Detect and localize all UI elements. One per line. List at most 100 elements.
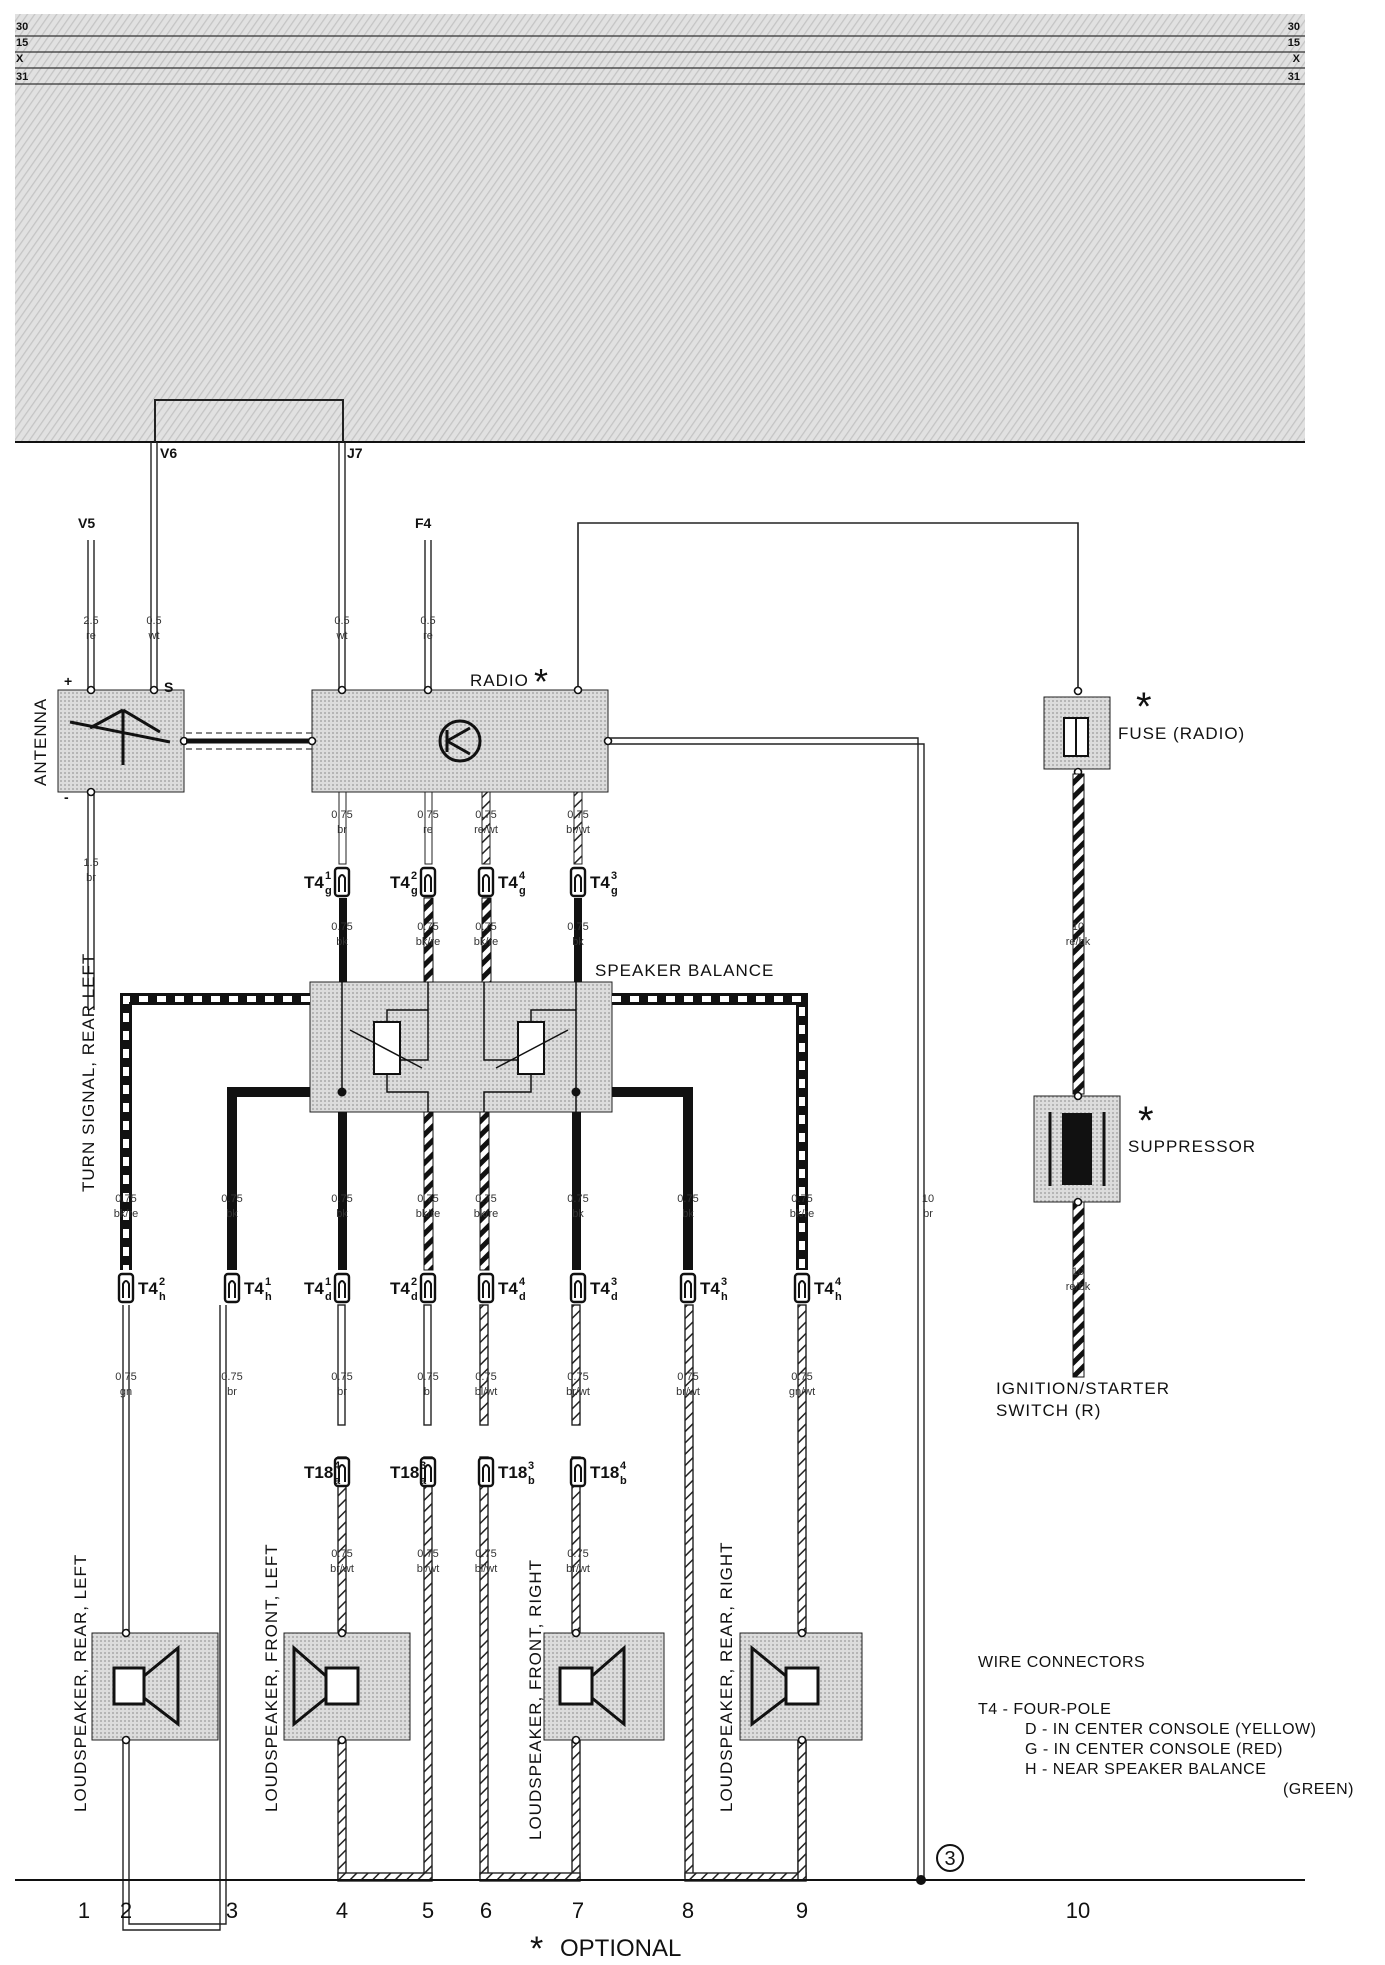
- wire-label-balance-in-4-gauge: 0.75: [567, 921, 588, 933]
- connector-row2-4-label: T4: [390, 1279, 410, 1298]
- wire-label-balance-in-3-color: bk/re: [474, 936, 498, 948]
- wire-label-upper-2: 0.75 bk: [221, 1193, 242, 1220]
- wire-label-lower-4-gauge: 0.75: [417, 1371, 438, 1383]
- wire-label-balance-in-1-gauge: 0.75: [331, 921, 352, 933]
- suppressor: [1033, 1091, 1121, 1207]
- connector-row2-6-location: d: [611, 1291, 618, 1303]
- legend-line2: D - IN CENTER CONSOLE (YELLOW): [1025, 1721, 1316, 1738]
- ignition-label-line2: SWITCH (R): [996, 1401, 1101, 1420]
- connector-row2-7-label: T4: [700, 1279, 720, 1298]
- connector-row2-3-pin: 1: [325, 1276, 331, 1288]
- rail-block: 30 15 X 31 30 15 X 31: [15, 14, 1305, 443]
- legend-line5: (GREEN): [1283, 1781, 1354, 1798]
- wire-label-lower-1-gauge: 0.75: [115, 1371, 136, 1383]
- column-number-8: 8: [682, 1898, 694, 1923]
- wire-label-upper-4-gauge: 0.75: [417, 1193, 438, 1205]
- wire-label-lower-4: 0.75 bl: [417, 1371, 438, 1398]
- wire-label-upper-5-color: bk/re: [474, 1208, 498, 1220]
- ls-rear-left-label: LOUDSPEAKER, REAR, LEFT: [71, 1554, 90, 1812]
- wire-label-speaker-3-color: bl/wt: [475, 1563, 498, 1575]
- wire-label-upper-2-color: bk: [226, 1208, 238, 1220]
- connector-row3-2-pin: 3: [420, 1460, 426, 1472]
- wire-label-upper-3-gauge: 0.75: [331, 1193, 352, 1205]
- wire-label-speaker-2-gauge: 0.75: [417, 1548, 438, 1560]
- radio-label: RADIO: [470, 671, 529, 690]
- connector-row1-4-label: T4: [590, 873, 610, 892]
- connector-row1-2-location: g: [411, 885, 418, 897]
- connector-row2-4-pin: 2: [411, 1276, 417, 1288]
- wire-label-speaker-3-gauge: 0.75: [475, 1548, 496, 1560]
- ground-junction: [916, 1875, 926, 1885]
- wire-label-antenna-minus: 1.5br: [83, 857, 98, 884]
- wire-label-speaker-1-color: br/wt: [330, 1563, 354, 1575]
- connector-row2-5-pin: 4: [519, 1276, 526, 1288]
- legend-line4: H - NEAR SPEAKER BALANCE: [1025, 1761, 1266, 1778]
- wire-label-s: 0.5wt: [146, 615, 161, 642]
- turn-signal-label: TURN SIGNAL, REAR LEFT: [79, 953, 98, 1192]
- wire-label-v5-color: re: [86, 630, 96, 642]
- wire-label-lower-4-color: bl: [424, 1386, 433, 1398]
- wire-label-upper-2-gauge: 0.75: [221, 1193, 242, 1205]
- rail-label-x: X: [16, 53, 24, 65]
- connector-row3-1-label: T18: [304, 1463, 333, 1482]
- speaker-balance: [309, 981, 613, 1113]
- wire-label-fuse-suppressor-color: re/bk: [1066, 936, 1091, 948]
- connector-row2-1-location: h: [159, 1291, 166, 1303]
- column-number-6: 6: [480, 1898, 492, 1923]
- balance-output-wires: [338, 1111, 581, 1271]
- wire-label-speaker-3: 0.75 bl/wt: [475, 1548, 498, 1575]
- connector-row1-1-location: g: [325, 885, 332, 897]
- rail-label-31: 31: [16, 71, 28, 83]
- connector-row3-1-pin: 4: [334, 1460, 341, 1472]
- antenna-label: ANTENNA: [31, 698, 50, 786]
- wire-label-lower-6-color: br/wt: [566, 1386, 590, 1398]
- fuse-label: FUSE (RADIO): [1118, 724, 1245, 743]
- wire-label-v5-gauge: 2.5: [83, 615, 98, 627]
- wire-label-ground-gauge: 10: [922, 1193, 934, 1205]
- wire-label-fuse-suppressor: 10 re/bk: [1066, 921, 1091, 948]
- wire-label-j7-color: wt: [336, 630, 348, 642]
- lower-wires: [122, 1304, 807, 1931]
- legend-title: WIRE CONNECTORS: [978, 1654, 1145, 1671]
- wire-label-fuse-suppressor-gauge: 10: [1072, 921, 1084, 933]
- connector-row1-3-label: T4: [498, 873, 518, 892]
- wire-label-f4: 0.5re: [420, 615, 435, 642]
- wire-label-upper-6-gauge: 0.75: [567, 1193, 588, 1205]
- connector-row1-1-pin: 1: [325, 870, 331, 882]
- connector-row2-7-location: h: [721, 1291, 728, 1303]
- loudspeaker-front-left: [283, 1628, 411, 1745]
- balance-input-wires: [339, 897, 582, 983]
- ground-point-label: 3: [944, 1848, 955, 1870]
- loudspeaker-rear-left: [91, 1628, 219, 1745]
- footer-optional-label: OPTIONAL: [560, 1935, 681, 1962]
- wire-label-radio-out-2-gauge: 0.75: [417, 809, 438, 821]
- wire-label-speaker-4-gauge: 0.75: [567, 1548, 588, 1560]
- wire-label-s-color: wt: [148, 630, 160, 642]
- wire-label-layer: 2.5re0.5wt0.5wt0.5re1.5br0.75br0.75re0.7…: [83, 615, 1090, 1575]
- top-wires: [87, 442, 1079, 1010]
- terminal-v6: V6: [160, 445, 177, 461]
- connector-row3-3-label: T18: [498, 1463, 527, 1482]
- connector-row2-6-label: T4: [590, 1279, 610, 1298]
- antenna-minus-label: -: [64, 789, 69, 805]
- column-number-7: 7: [572, 1898, 584, 1923]
- wire-label-lower-2-gauge: 0.75: [221, 1371, 242, 1383]
